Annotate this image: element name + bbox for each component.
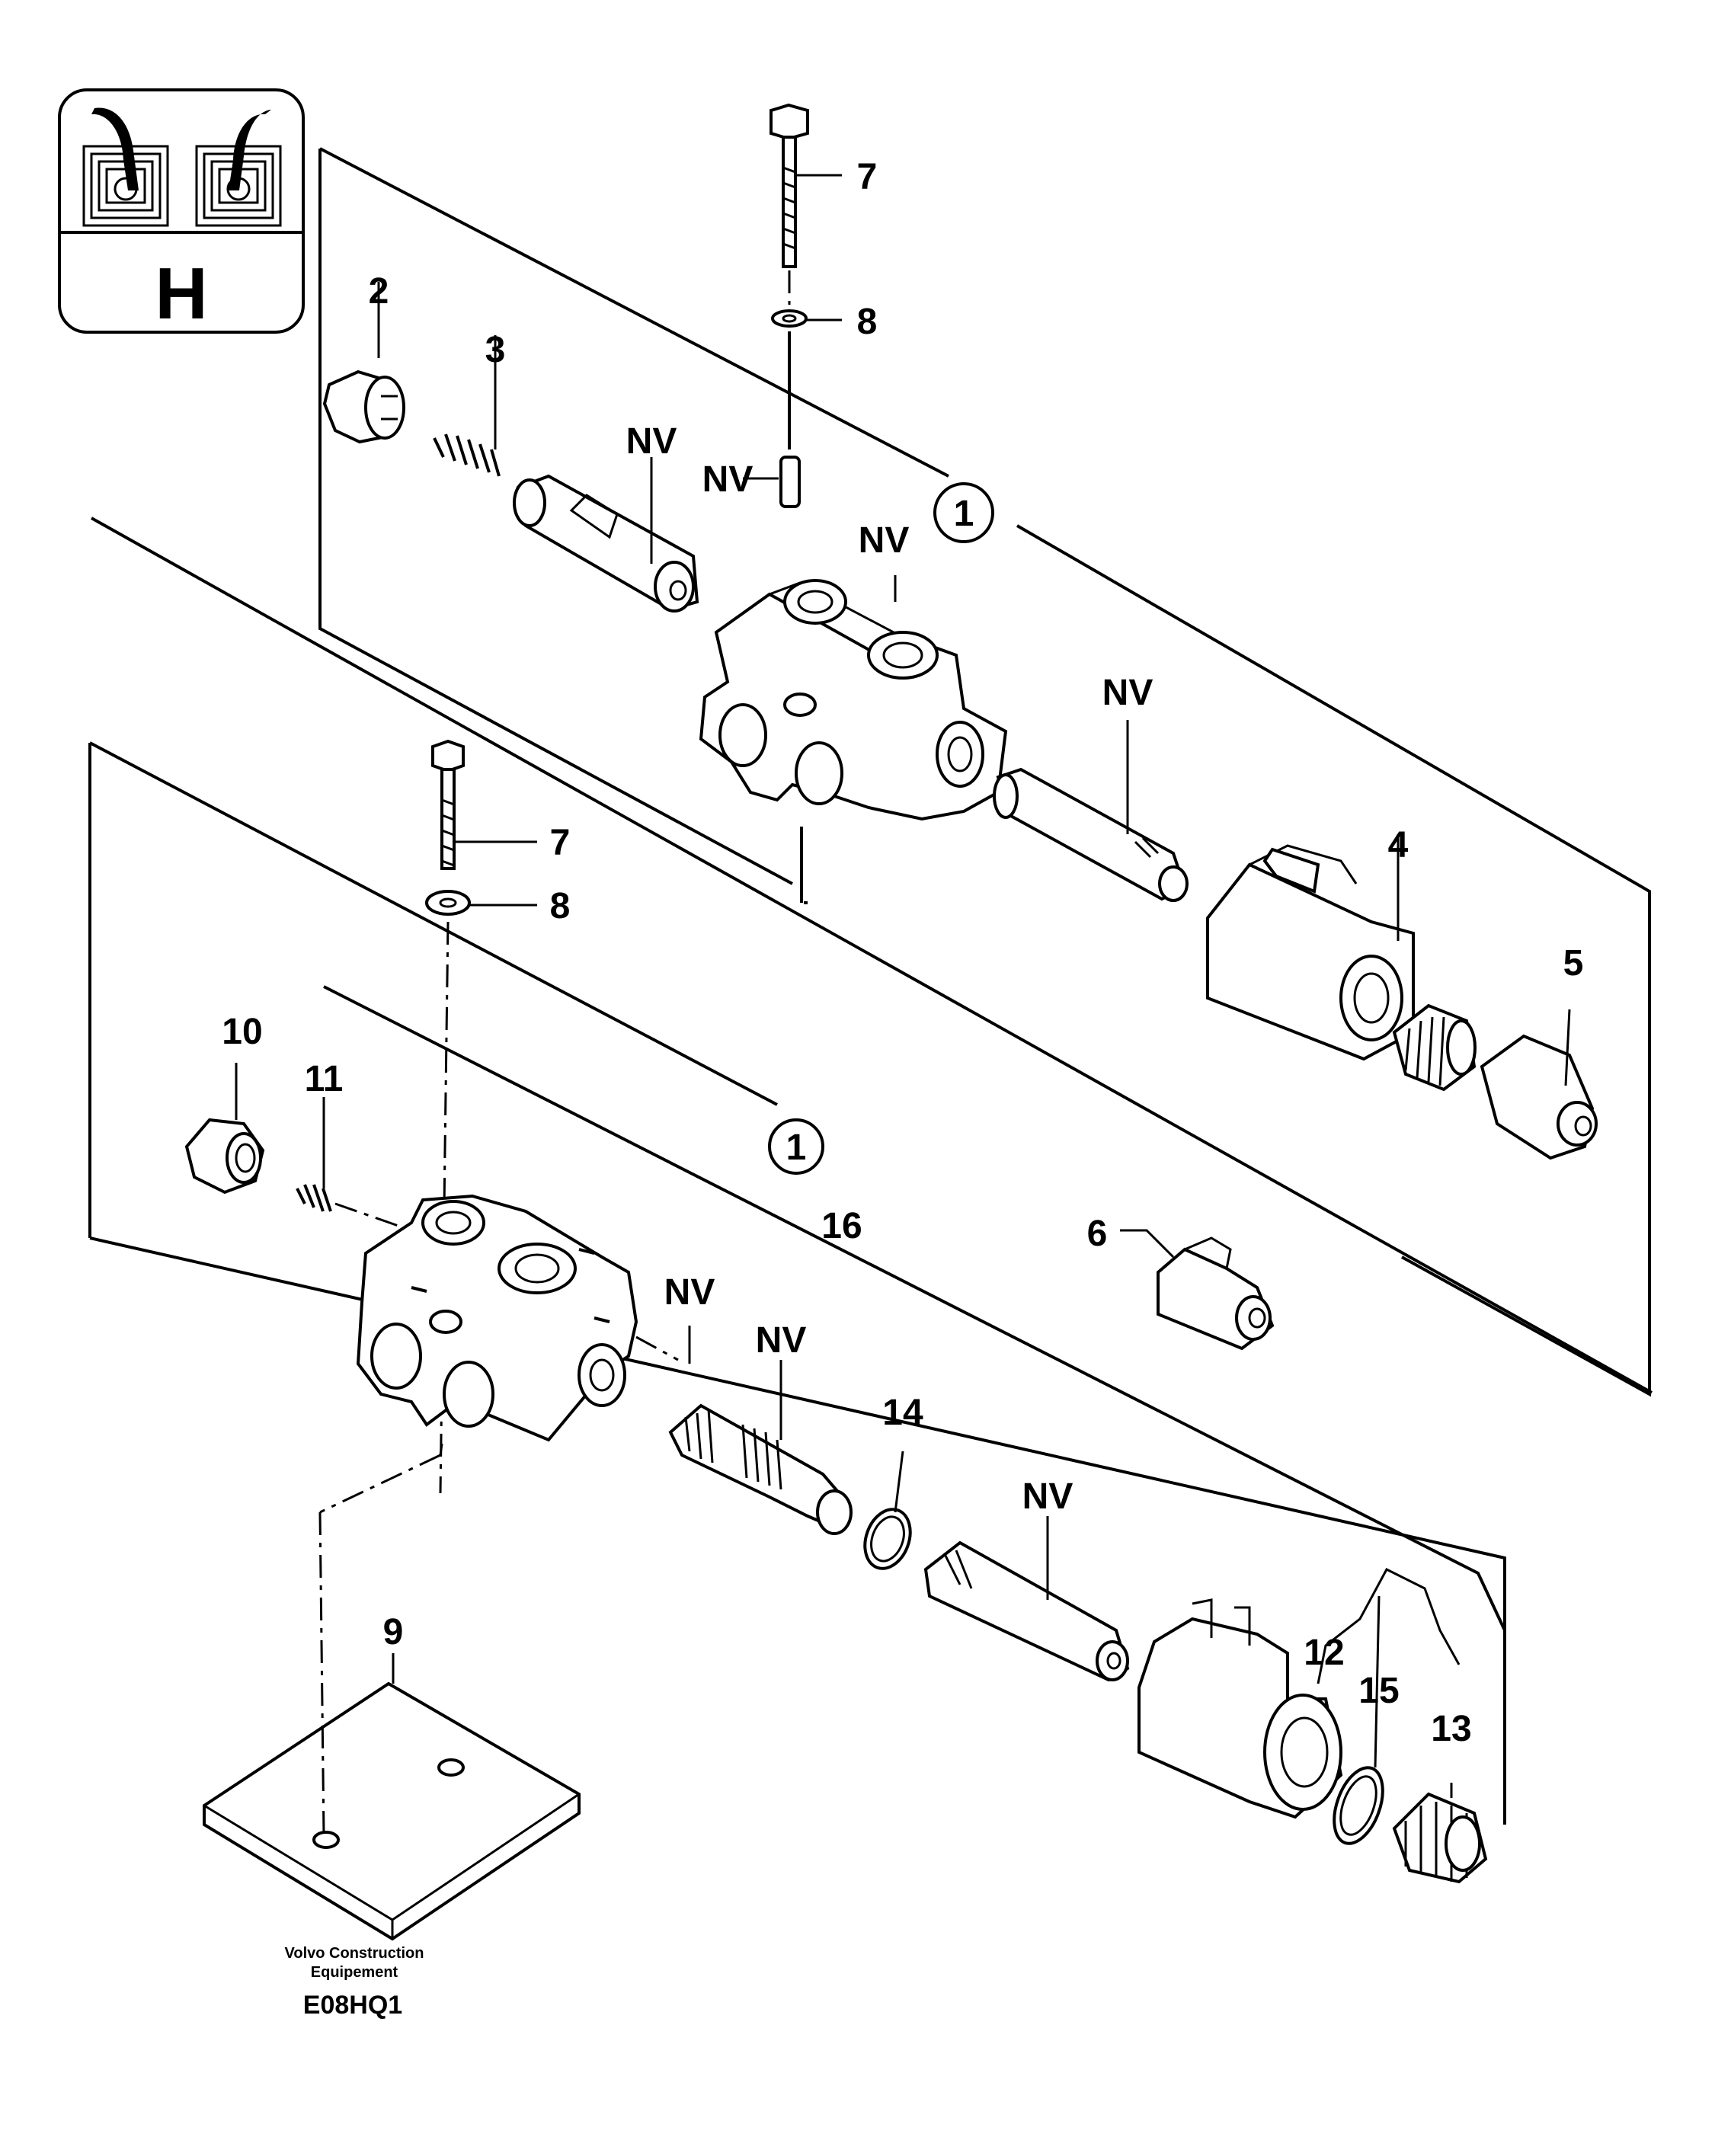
pin-upper bbox=[743, 456, 801, 508]
label-13-lower: 13 bbox=[1431, 1709, 1471, 1749]
callout-labels: 2 3 NV NV 7 8 1 NV NV 4 5 6 7 8 10 11 1 … bbox=[222, 157, 1583, 1749]
upper-plane-outline bbox=[318, 147, 1651, 1397]
callout-1-lower bbox=[768, 1118, 824, 1175]
oring-14 bbox=[863, 1451, 912, 1570]
tube-lower bbox=[923, 1516, 1130, 1682]
label-3-upper: 3 bbox=[485, 330, 506, 370]
label-nv-body-lower: NV bbox=[664, 1272, 715, 1313]
label-4-upper: 4 bbox=[1388, 825, 1409, 865]
label-7-lower: 7 bbox=[550, 823, 571, 863]
plug-lower bbox=[184, 1063, 265, 1195]
footer-diagram-code: E08HQ1 bbox=[303, 1991, 402, 2020]
bolt-lower bbox=[431, 739, 537, 870]
washer-upper bbox=[771, 309, 842, 328]
base-plate-9 bbox=[203, 1454, 581, 1941]
spool-upper bbox=[513, 457, 699, 613]
valve-body-upper bbox=[699, 575, 1008, 821]
section-divider-line bbox=[91, 517, 1653, 1394]
label-12-lower: 12 bbox=[1304, 1633, 1344, 1673]
spring-upper bbox=[433, 335, 501, 477]
label-nv-pin-upper: NV bbox=[702, 459, 754, 500]
label-14-lower: 14 bbox=[882, 1393, 923, 1433]
washer-lower bbox=[425, 890, 537, 916]
connector-6 bbox=[1120, 1229, 1275, 1351]
knurled-nut-lower bbox=[1392, 1783, 1488, 1884]
footer-company-line1: Volvo Construction bbox=[285, 1945, 424, 1962]
footer: Volvo Construction Equipement E08HQ1 bbox=[285, 1945, 424, 2020]
label-11-lower: 11 bbox=[305, 1059, 344, 1099]
joystick-right-icon bbox=[195, 110, 282, 227]
label-1-lower: 1 bbox=[786, 1128, 807, 1168]
callout-1-upper bbox=[933, 482, 994, 543]
oring-15 bbox=[1333, 1595, 1384, 1845]
knurled-nut-upper bbox=[1392, 1003, 1477, 1092]
badge-letter: H bbox=[155, 253, 207, 334]
spool-lower bbox=[668, 1360, 853, 1535]
bolt-upper bbox=[770, 103, 842, 268]
joystick-left-icon bbox=[82, 107, 169, 227]
label-nv-spool-lower: NV bbox=[756, 1320, 807, 1361]
label-9-lower: 9 bbox=[383, 1612, 404, 1652]
label-8-lower: 8 bbox=[550, 886, 571, 926]
joystick-badge: H bbox=[58, 88, 305, 334]
label-2-upper: 2 bbox=[369, 271, 389, 312]
label-nv-spool-upper: NV bbox=[626, 421, 677, 462]
tube-upper bbox=[993, 720, 1189, 902]
cap-upper bbox=[1480, 1009, 1598, 1160]
spring-lower bbox=[296, 1097, 412, 1232]
label-5-upper: 5 bbox=[1563, 943, 1584, 984]
coil-upper bbox=[1206, 834, 1415, 1061]
coil-lower bbox=[1137, 1568, 1461, 1819]
valve-body-lower bbox=[356, 1194, 679, 1456]
label-nv-tube-lower: NV bbox=[1022, 1476, 1073, 1517]
label-nv-body-upper: NV bbox=[859, 520, 910, 561]
label-15-lower: 15 bbox=[1358, 1671, 1399, 1711]
label-16-lower: 16 bbox=[821, 1206, 862, 1246]
label-8-upper: 8 bbox=[857, 302, 878, 342]
label-6-upper: 6 bbox=[1087, 1214, 1108, 1254]
label-7-upper: 7 bbox=[857, 157, 878, 197]
footer-company-line2: Equipement bbox=[311, 1964, 398, 1981]
label-1-upper: 1 bbox=[954, 494, 974, 534]
label-nv-tube-upper: NV bbox=[1102, 673, 1153, 713]
plug-nut-upper bbox=[322, 282, 405, 444]
label-10-lower: 10 bbox=[222, 1012, 262, 1052]
